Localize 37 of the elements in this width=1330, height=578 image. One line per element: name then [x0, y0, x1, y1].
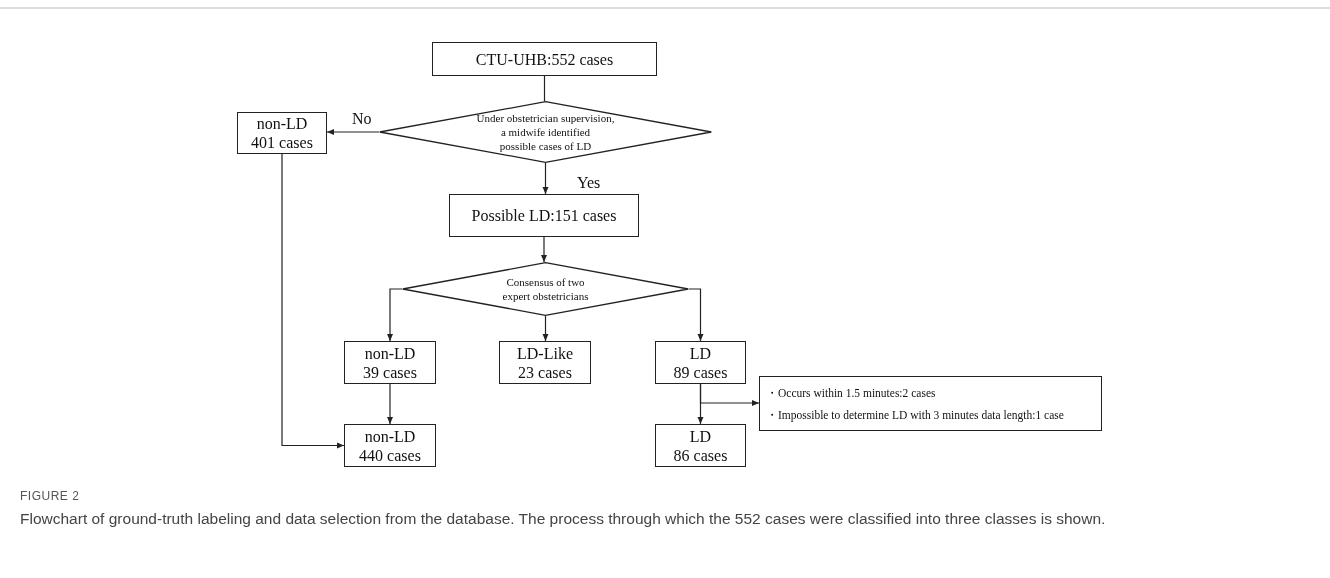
figure-number: FIGURE 2: [20, 489, 80, 503]
process-box: [237, 112, 327, 154]
arrow: [326, 129, 380, 135]
decision-diamond: [379, 101, 712, 163]
arrow: [542, 162, 549, 195]
box-label: non-LD 39 cases: [363, 343, 417, 382]
process-box: [449, 194, 639, 237]
connector-line: [543, 75, 546, 102]
note-box: [759, 376, 1102, 431]
arrow: [541, 236, 547, 263]
arrow: [688, 288, 704, 342]
note-text: ・Occurs within 1.5 minutes:2 cases: [766, 385, 936, 401]
decision-text: Consensus of two expert obstetricians: [501, 275, 590, 303]
arrow: [542, 315, 549, 342]
decision-diamond: [402, 262, 689, 316]
arrow: [387, 288, 403, 342]
box-label: CTU-UHB:552 cases: [475, 49, 614, 69]
process-box: [344, 341, 436, 384]
box-label: non-LD 440 cases: [359, 426, 421, 465]
edge-label: No: [352, 110, 372, 128]
figure-caption: Flowchart of ground-truth labeling and data selection from the database. The process through which the 552 cases were classified into three classes is shown.: [20, 509, 1107, 529]
decision-text: Under obstetrician supervision, a midwife identified possible cases of LD: [475, 111, 616, 153]
box-label: LD 86 cases: [673, 426, 728, 465]
edge-label: Yes: [577, 174, 601, 192]
process-box: [344, 424, 436, 467]
note-text: ・Impossible to determine LD with 3 minutes data length:1 case: [766, 407, 1064, 424]
box-label: LD-Like 23 cases: [517, 343, 573, 382]
process-box: [432, 42, 657, 76]
box-label: non-LD 401 cases: [251, 114, 313, 152]
arrow: [281, 153, 345, 449]
process-box: [499, 341, 591, 384]
arrow: [699, 383, 760, 406]
process-box: [655, 341, 746, 384]
process-box: [655, 424, 746, 467]
box-label: LD 89 cases: [673, 343, 728, 382]
box-label: Possible LD:151 cases: [471, 206, 617, 225]
arrow: [387, 383, 393, 425]
